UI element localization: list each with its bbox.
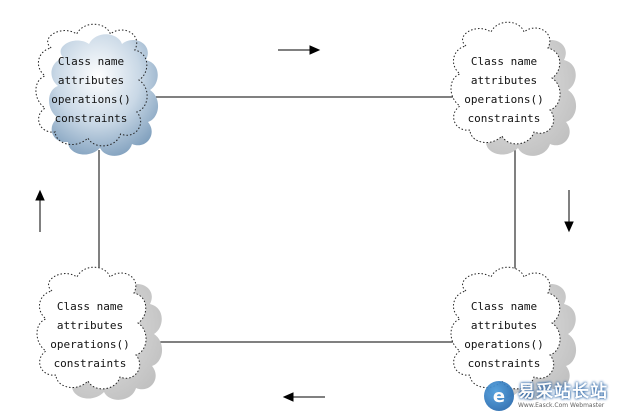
node-label-class-name: Class name <box>57 300 123 313</box>
arrow-top <box>278 45 321 55</box>
node-label-class-name: Class name <box>471 55 537 68</box>
class-node-top-right: Class name attributes operations() const… <box>450 21 577 156</box>
node-label-operations: operations() <box>464 338 543 351</box>
node-label-operations: operations() <box>50 338 129 351</box>
arrow-right <box>564 190 574 233</box>
node-label-constraints: constraints <box>54 357 127 370</box>
node-label-class-name: Class name <box>471 300 537 313</box>
watermark-text: 易采站长站 Www.Easck.Com Webmaster <box>518 381 608 409</box>
node-label-attributes: attributes <box>58 74 124 87</box>
connectors <box>98 96 516 343</box>
node-label-operations: operations() <box>51 93 130 106</box>
watermark-title: 易采站长站 <box>518 381 608 402</box>
node-label-attributes: attributes <box>471 74 537 87</box>
node-label-constraints: constraints <box>468 112 541 125</box>
watermark-subtitle: Www.Easck.Com Webmaster <box>518 401 605 409</box>
arrow-left <box>35 189 45 232</box>
class-node-top-left: Class name attributes operations() const… <box>35 23 159 156</box>
arrow-bottom <box>282 392 325 402</box>
e-circle-icon: e <box>484 381 514 411</box>
node-label-attributes: attributes <box>57 319 123 332</box>
node-label-constraints: constraints <box>468 357 541 370</box>
site-watermark: e 易采站长站 Www.Easck.Com Webmaster <box>484 380 616 412</box>
node-label-class-name: Class name <box>58 55 124 68</box>
class-node-bottom-right: Class name attributes operations() const… <box>450 266 577 400</box>
direction-arrows <box>35 45 574 402</box>
node-label-constraints: constraints <box>55 112 128 125</box>
node-label-operations: operations() <box>464 93 543 106</box>
class-node-bottom-left: Class name attributes operations() const… <box>36 266 163 400</box>
node-label-attributes: attributes <box>471 319 537 332</box>
